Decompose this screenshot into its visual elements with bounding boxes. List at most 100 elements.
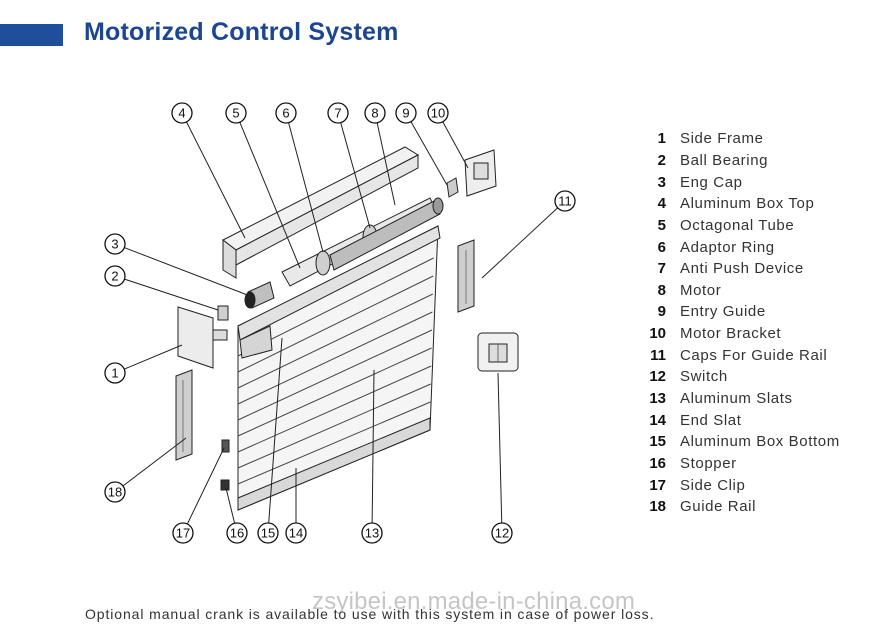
legend-label: Anti Push Device <box>680 260 804 278</box>
slat-line <box>237 311 433 405</box>
side-frame-part <box>177 306 228 369</box>
legend-label: Octagonal Tube <box>680 216 795 234</box>
guide-rail-right-part <box>457 239 475 313</box>
callout-bubble: 9 <box>395 102 417 124</box>
legend-number: 14 <box>649 411 666 429</box>
legend-number: 11 <box>650 346 666 364</box>
callout-bubble: 3 <box>104 233 126 255</box>
callout-bubble: 2 <box>104 265 126 287</box>
callout-number: 4 <box>178 106 185 121</box>
leader-line <box>114 344 183 374</box>
leader-line <box>114 243 251 297</box>
legend-item: 9 Entry Guide <box>644 301 869 323</box>
legend-label: Side Clip <box>680 476 746 494</box>
legend-number: 12 <box>649 368 666 386</box>
legend-label: Aluminum Box Top <box>680 195 815 213</box>
legend-label: Motor <box>680 281 722 299</box>
callout-number: 12 <box>495 526 509 541</box>
callout-bubble: 17 <box>172 522 194 544</box>
slat-line <box>237 401 431 485</box>
legend-item: 17 Side Clip <box>644 474 869 496</box>
legend-item: 3 Eng Cap <box>644 171 869 193</box>
legend-number: 15 <box>649 433 666 451</box>
legend-number: 9 <box>657 303 666 321</box>
callout-number: 17 <box>176 526 190 541</box>
callout-number: 13 <box>365 526 379 541</box>
legend-item: 7 Anti Push Device <box>644 258 869 280</box>
callout-bubble: 5 <box>225 102 247 124</box>
page-title: Motorized Control System <box>84 18 399 46</box>
legend-label: Guide Rail <box>680 498 757 516</box>
legend-item: 12 Switch <box>644 366 869 388</box>
legend-label: Eng Cap <box>680 173 743 191</box>
leader-line <box>497 372 503 534</box>
legend-number: 7 <box>657 260 666 278</box>
callout-number: 14 <box>289 526 303 541</box>
legend-label: Aluminum Box Bottom <box>680 433 840 451</box>
footnote: Optional manual crank is available to us… <box>85 606 655 622</box>
legend-number: 2 <box>657 151 666 169</box>
legend-label: Side Frame <box>680 130 764 148</box>
callout-number: 8 <box>371 106 378 121</box>
legend-number: 1 <box>657 130 666 148</box>
leader-line <box>371 369 375 534</box>
legend-item: 14 End Slat <box>644 409 869 431</box>
legend-number: 3 <box>657 173 666 191</box>
callout-number: 18 <box>108 485 122 500</box>
callout-number: 16 <box>230 526 244 541</box>
callout-number: 6 <box>282 106 289 121</box>
legend-label: Ball Bearing <box>680 151 769 169</box>
callout-bubble: 8 <box>364 102 386 124</box>
leader-line <box>114 437 187 493</box>
callout-number: 15 <box>261 526 275 541</box>
callout-bubble: 14 <box>285 522 307 544</box>
leader-line <box>235 112 301 269</box>
slat-line <box>237 365 432 453</box>
leader-line <box>405 112 448 186</box>
legend-item: 1 Side Frame <box>644 128 869 150</box>
leader-line <box>267 337 283 534</box>
leader-line <box>182 447 225 534</box>
legend-number: 17 <box>649 476 666 494</box>
legend-label: End Slat <box>680 411 742 429</box>
watermark: zsyibei.en.made-in-china.com <box>312 588 636 615</box>
guide-rail-left-part <box>175 369 193 461</box>
legend-label: Switch <box>680 368 728 386</box>
legend-label: Adaptor Ring <box>680 238 775 256</box>
box-bottom-part <box>237 225 441 359</box>
callout-number: 2 <box>111 269 118 284</box>
legend-item: 6 Adaptor Ring <box>644 236 869 258</box>
end-slat-part <box>237 417 431 511</box>
legend-item: 5 Octagonal Tube <box>644 215 869 237</box>
leader-line <box>337 112 371 229</box>
legend-number: 16 <box>649 454 666 472</box>
callout-bubble: 4 <box>171 102 193 124</box>
leader-line <box>181 112 246 239</box>
leader-line <box>374 112 396 206</box>
callout-bubble: 6 <box>275 102 297 124</box>
tube-motor-part <box>281 197 444 287</box>
side-clip-part <box>221 439 230 453</box>
legend-item: 15 Aluminum Box Bottom <box>644 431 869 453</box>
legend-label: Entry Guide <box>680 303 766 321</box>
callout-number: 11 <box>558 194 572 209</box>
legend-item: 2 Ball Bearing <box>644 150 869 172</box>
callout-bubble: 13 <box>361 522 383 544</box>
callout-number: 5 <box>232 106 239 121</box>
legend-number: 13 <box>649 390 666 407</box>
legend-number: 10 <box>649 325 666 343</box>
legend-number: 6 <box>657 238 666 256</box>
legend-number: 5 <box>657 216 666 234</box>
title-accent-bar <box>0 24 63 46</box>
slat-line <box>237 329 433 421</box>
switch-part <box>477 332 519 372</box>
callout-number: 10 <box>431 106 445 121</box>
slat-line <box>237 275 434 373</box>
